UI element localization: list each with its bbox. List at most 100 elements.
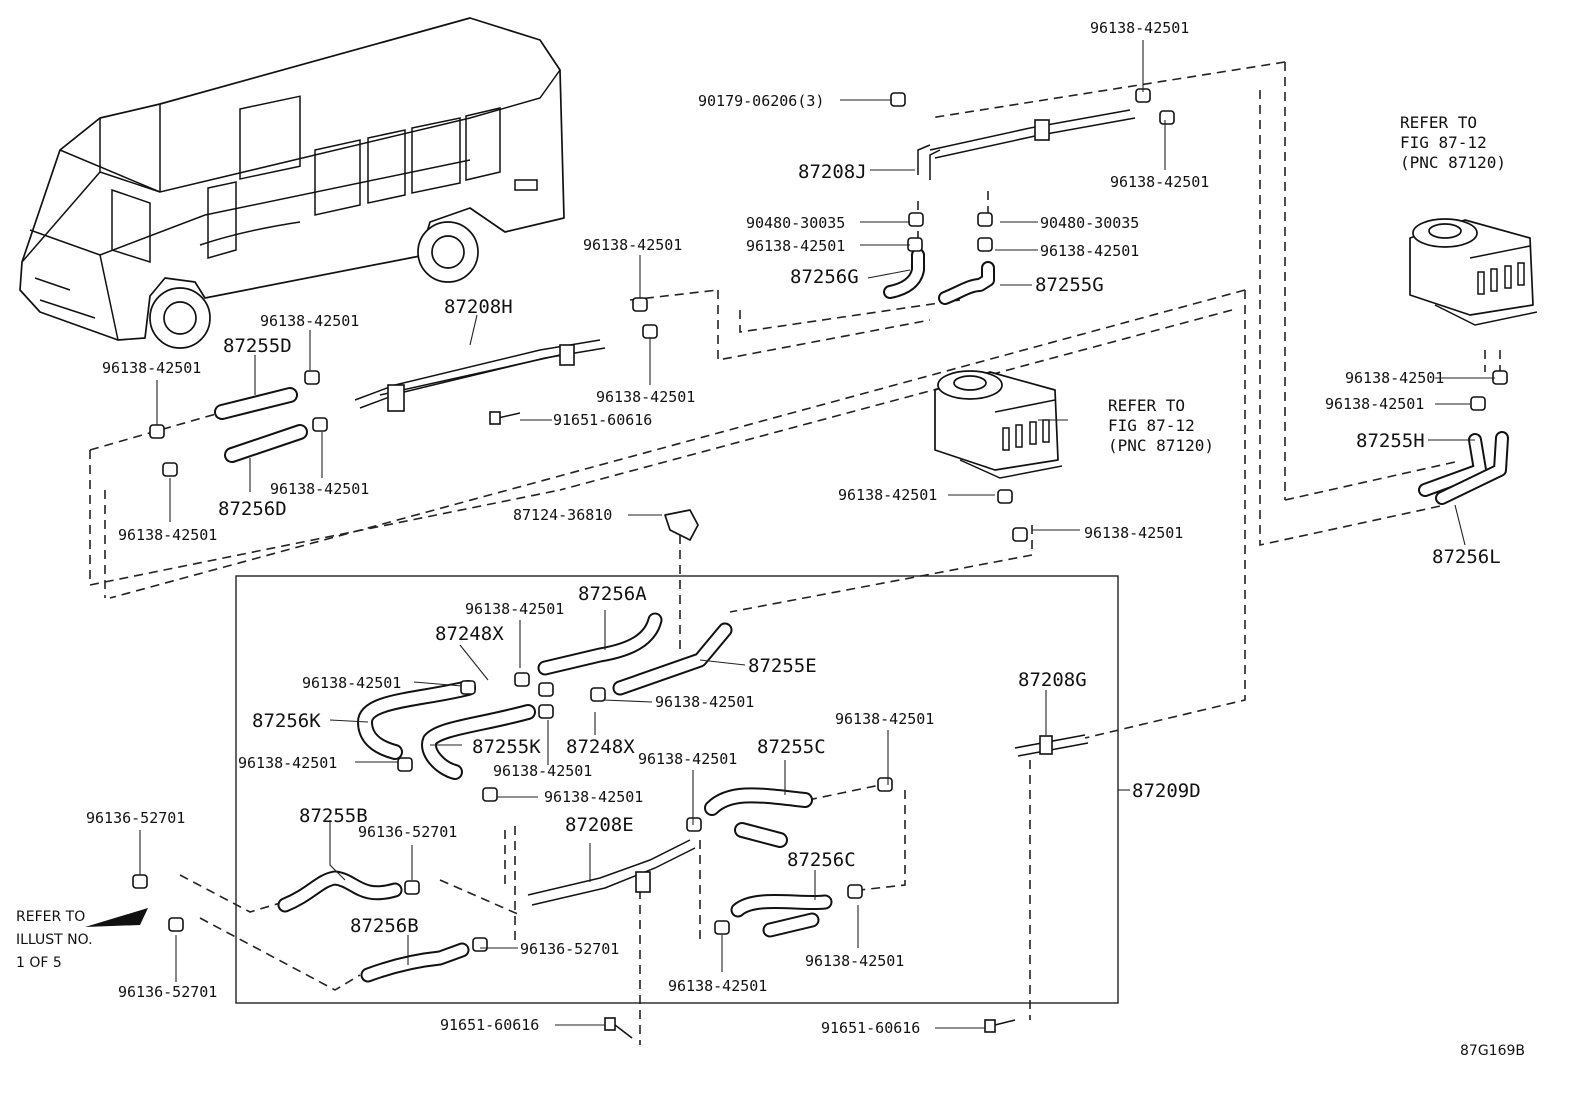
hose-fill xyxy=(226,426,306,461)
part-number: 96138-42501 xyxy=(302,674,401,692)
hose-clamp xyxy=(312,417,328,432)
diagram-code: 87G169B xyxy=(1460,1043,1525,1059)
part-number: 91651-60616 xyxy=(440,1016,539,1034)
part-number: 87208H xyxy=(444,296,513,318)
hose-clamp xyxy=(538,682,554,697)
part-number: 96136-52701 xyxy=(118,983,217,1001)
hose-clamp xyxy=(1470,396,1486,411)
part-number: 90480-30035 xyxy=(746,214,845,232)
bus-illustration xyxy=(19,17,565,349)
part-number: 96138-42501 xyxy=(1325,395,1424,413)
refer-text: FIG 87-12 xyxy=(1108,416,1195,435)
hose-clamp xyxy=(162,462,178,477)
assembly-frame xyxy=(235,575,1119,1004)
part-number: 87248X xyxy=(566,736,635,758)
part-number: 87256A xyxy=(578,583,647,605)
part-number: 96138-42501 xyxy=(655,693,754,711)
hose-clamp xyxy=(642,324,658,339)
part-number: 91651-60616 xyxy=(821,1019,920,1037)
hose-fill xyxy=(736,824,786,846)
hose-fill xyxy=(359,682,474,758)
part-number: 87208G xyxy=(1018,669,1087,691)
refer-text: ILLUST NO. xyxy=(16,932,93,948)
hose-clamp xyxy=(1492,370,1508,385)
hose-clamp xyxy=(908,212,924,227)
routing-lines xyxy=(89,61,1501,1045)
hose-clamp xyxy=(847,884,863,899)
hose-clamp xyxy=(514,672,530,687)
part-number: 96138-42501 xyxy=(1040,242,1139,260)
hose-clamp xyxy=(997,489,1013,504)
part-number: 96138-42501 xyxy=(102,359,201,377)
refer-text: REFER TO xyxy=(1400,113,1477,132)
hose-clamp xyxy=(482,787,498,802)
part-number: 96136-52701 xyxy=(520,940,619,958)
heater-unit-left xyxy=(934,370,1063,479)
hose-clamp xyxy=(472,937,488,952)
leader-lines xyxy=(139,40,1495,1029)
part-number: 87256G xyxy=(790,266,859,288)
hose-clamp xyxy=(132,874,148,889)
hose-fill xyxy=(885,250,923,297)
hose-clamp xyxy=(1012,527,1028,542)
part-number: 87255K xyxy=(472,736,541,758)
pipe-87208g xyxy=(1014,734,1089,757)
part-number: 87208E xyxy=(565,814,634,836)
part-number: 96138-42501 xyxy=(238,754,337,772)
part-number: 87255E xyxy=(748,655,817,677)
refer-text: REFER TO xyxy=(16,909,85,925)
part-number: 87248X xyxy=(435,623,504,645)
part-number: 96138-42501 xyxy=(596,388,695,406)
part-number: 96138-42501 xyxy=(270,480,369,498)
part-number: 96138-42501 xyxy=(1090,19,1189,37)
part-number: 96138-42501 xyxy=(835,710,934,728)
refer-text: (PNC 87120) xyxy=(1108,436,1214,455)
part-number: 87256B xyxy=(350,915,419,937)
part-number: 96138-42501 xyxy=(746,237,845,255)
part-number: 96138-42501 xyxy=(118,526,217,544)
hose-clamp xyxy=(460,680,476,695)
part-number: 96138-42501 xyxy=(544,788,643,806)
part-number: 96138-42501 xyxy=(465,600,564,618)
pipe-87208e xyxy=(527,839,696,906)
part-number: 96136-52701 xyxy=(358,823,457,841)
part-number: 87256K xyxy=(252,710,321,732)
part-number: 96138-42501 xyxy=(493,762,592,780)
hose-fill xyxy=(764,914,818,936)
pipe-87208h xyxy=(354,339,606,412)
part-number: 96138-42501 xyxy=(1345,369,1444,387)
hose-clamp xyxy=(397,757,413,772)
hose-fill xyxy=(539,614,661,674)
clamps xyxy=(132,88,1508,952)
part-number: 87255D xyxy=(223,335,292,357)
hose-clamp xyxy=(977,237,993,252)
part-number: 96138-42501 xyxy=(583,236,682,254)
hose-clamp xyxy=(590,687,606,702)
refer-text: REFER TO xyxy=(1108,396,1185,415)
hose-clamp xyxy=(149,424,165,439)
hose-fill xyxy=(279,872,401,911)
part-number: 91651-60616 xyxy=(553,411,652,429)
hose-clamp xyxy=(632,297,648,312)
part-number: 87255G xyxy=(1035,274,1104,296)
part-number: 96136-52701 xyxy=(86,809,185,827)
hose-clamp xyxy=(977,212,993,227)
part-number: 87256C xyxy=(787,849,856,871)
hoses xyxy=(214,248,1509,983)
part-number: 87255H xyxy=(1356,430,1425,452)
part-number: 87255B xyxy=(299,805,368,827)
hose-fill xyxy=(732,896,831,916)
part-number: 87256L xyxy=(1432,546,1501,568)
hose-clamp xyxy=(890,92,906,107)
heater-unit-right xyxy=(1409,218,1538,326)
clamp-bracket xyxy=(664,509,699,541)
hose-clamp xyxy=(304,370,320,385)
hose-fill xyxy=(1437,433,1507,503)
part-number: 87124-36810 xyxy=(513,506,612,524)
part-number: 90480-30035 xyxy=(1040,214,1139,232)
part-number: 96138-42501 xyxy=(805,952,904,970)
part-number: 96138-42501 xyxy=(1110,173,1209,191)
hose-clamp xyxy=(877,777,893,792)
hose-fill xyxy=(1420,435,1485,495)
